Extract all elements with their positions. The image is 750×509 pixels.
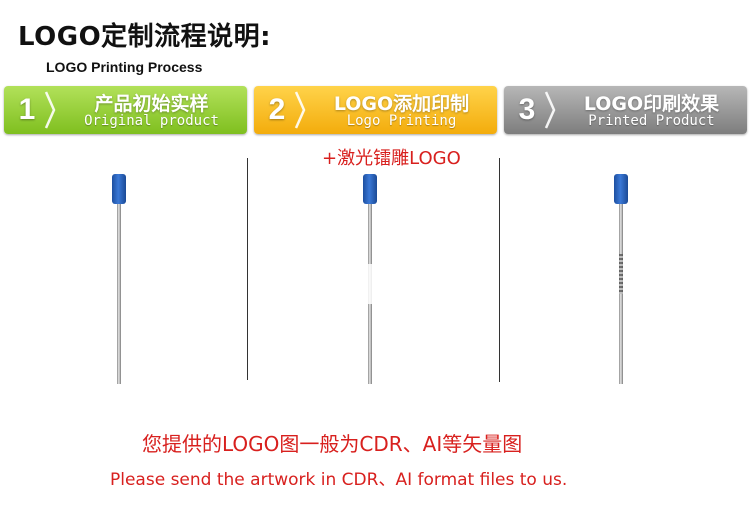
step-1-banner: 1 产品初始实样 Original product xyxy=(4,86,247,134)
straw-silicone-tip xyxy=(614,174,628,204)
column-divider xyxy=(247,158,248,380)
step-title-en: Original product xyxy=(84,113,219,129)
straw-rod xyxy=(117,204,121,384)
step-title-zh: LOGO印刷效果 xyxy=(583,93,720,115)
straw-printed-image xyxy=(614,174,628,384)
step-title-zh: LOGO添加印制 xyxy=(333,93,470,115)
logo-area-mark xyxy=(368,264,372,304)
page-title: LOGO定制流程说明: xyxy=(18,22,272,52)
straw-original-image xyxy=(112,174,126,384)
chevron-right-icon xyxy=(544,91,556,129)
laser-engraving-note: +激光镭雕LOGO xyxy=(322,148,461,169)
step-number: 2 xyxy=(268,93,286,126)
footer-note-en: Please send the artwork in CDR、AI format… xyxy=(110,470,568,490)
step-number: 3 xyxy=(518,93,536,126)
straw-rod xyxy=(619,204,623,384)
page-subtitle: LOGO Printing Process xyxy=(46,59,203,75)
step-title-en: Logo Printing xyxy=(346,113,457,129)
engraved-logo-mark xyxy=(619,254,623,294)
step-title-zh: 产品初始实样 xyxy=(94,93,209,115)
straw-silicone-tip xyxy=(363,174,377,204)
step-2-banner: 2 LOGO添加印制 Logo Printing xyxy=(254,86,497,134)
straw-logo-printing-image xyxy=(363,174,377,384)
footer-note-zh: 您提供的LOGO图一般为CDR、AI等矢量图 xyxy=(142,432,523,456)
column-divider xyxy=(499,158,500,382)
chevron-right-icon xyxy=(44,91,56,129)
step-number: 1 xyxy=(18,93,36,126)
step-title-en: Printed Product xyxy=(588,113,715,129)
step-3-banner: 3 LOGO印刷效果 Printed Product xyxy=(504,86,747,134)
straw-silicone-tip xyxy=(112,174,126,204)
chevron-right-icon xyxy=(294,91,306,129)
